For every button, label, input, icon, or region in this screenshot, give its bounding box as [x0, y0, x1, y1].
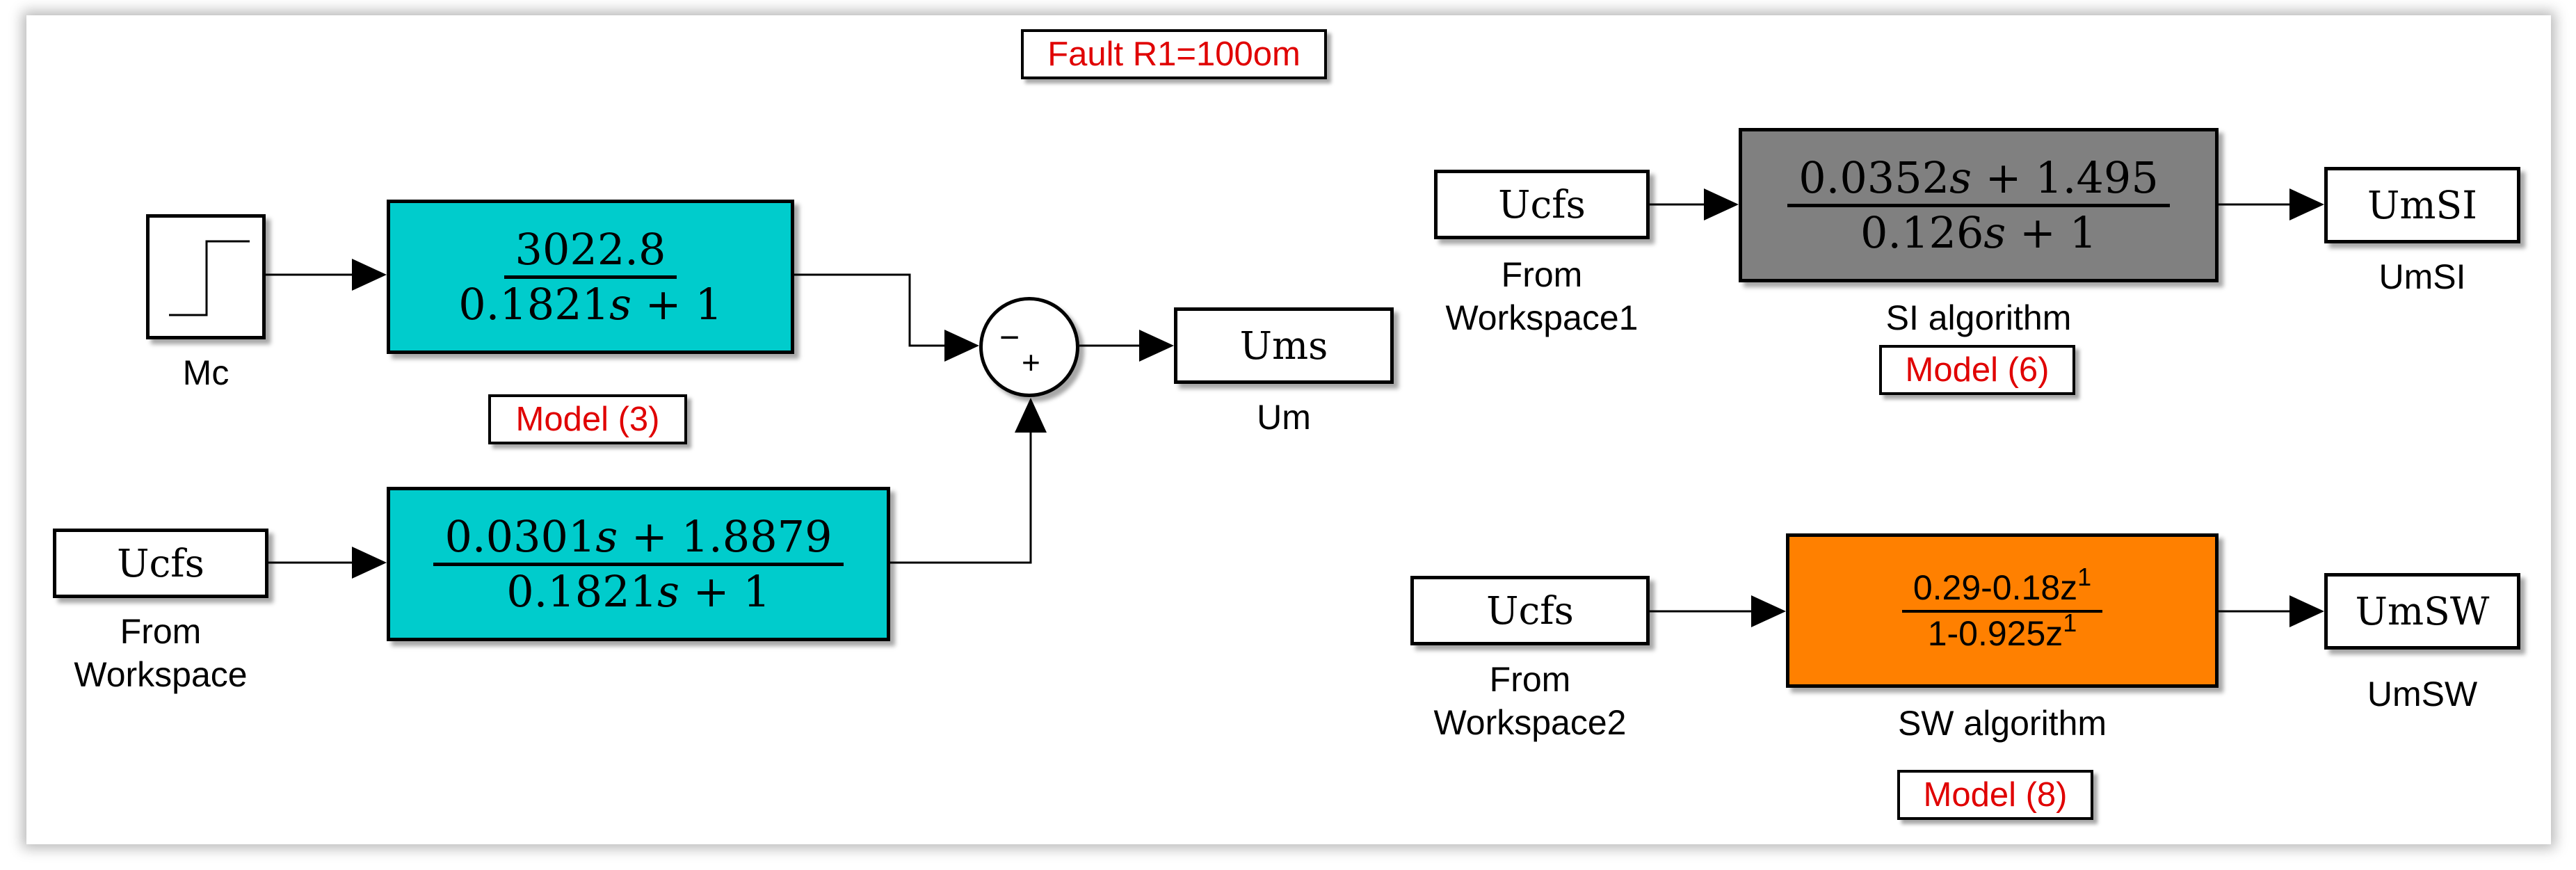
from-workspace-label-line1: From [120, 612, 202, 651]
umsw-text: UmSW [2355, 589, 2490, 634]
from-workspace1-label-line1: From [1501, 255, 1583, 294]
from-workspace-text: Ucfs [117, 541, 204, 586]
sw-numerator-exponent: 1 [2077, 562, 2092, 591]
sw-algorithm-block[interactable]: 0.29-0.18z1 1-0.925z1 [1786, 533, 2219, 688]
arrowhead-tf2 [352, 547, 387, 579]
step-label: Mc [182, 353, 230, 392]
step-icon [169, 240, 250, 316]
from-workspace-block[interactable]: Ucfs [53, 529, 268, 598]
sw-denominator: 1-0.925z1 [1927, 611, 2077, 653]
model-8-text: Model (8) [1923, 776, 2068, 814]
from-workspace2-block[interactable]: Ucfs [1410, 576, 1650, 645]
umsi-label: UmSI [2378, 257, 2466, 296]
umsi-text: UmSI [2367, 183, 2477, 227]
ums-label: Um [1257, 398, 1311, 437]
model-6-text: Model (6) [1905, 351, 2050, 389]
si-numerator: 0.0352𝑠 + 1.495 [1787, 155, 2170, 207]
umsw-output-block[interactable]: UmSW [2324, 573, 2520, 650]
sum-block[interactable]: − + [979, 297, 1079, 397]
sw-denominator-exponent: 1 [2063, 609, 2077, 638]
sum-plus-sign: + [1022, 344, 1040, 380]
sw-numerator: 0.29-0.18z1 [1901, 564, 2103, 613]
fault-annotation[interactable]: Fault R1=100om [1021, 29, 1327, 79]
sw-algorithm-label: SW algorithm [1897, 704, 2107, 743]
simulink-canvas: Fault R1=100om Mc 3022.8 0.1821𝑠 + 1 Mod… [26, 15, 2551, 844]
from-workspace2-label-line2: Workspace2 [1433, 703, 1627, 742]
si-algorithm-label: SI algorithm [1885, 298, 2072, 337]
from-workspace1-label: From Workspace1 [1417, 253, 1666, 339]
si-algorithm-block[interactable]: 0.0352𝑠 + 1.495 0.126𝑠 + 1 [1739, 128, 2219, 282]
fault-annotation-text: Fault R1=100om [1047, 35, 1301, 73]
from-workspace-label-line2: Workspace [74, 655, 248, 694]
wire-tf-to-sum-minus [767, 273, 958, 347]
from-workspace1-block[interactable]: Ucfs [1434, 170, 1650, 239]
from-workspace1-text: Ucfs [1498, 182, 1586, 227]
arrowhead-umsw [2289, 595, 2324, 627]
step-block[interactable] [146, 214, 266, 339]
wire-tf2-to-sum-plus [864, 433, 1032, 564]
ums-text: Ums [1239, 323, 1328, 368]
umsi-output-block[interactable]: UmSI [2324, 167, 2520, 243]
si-denominator: 0.126𝑠 + 1 [1860, 207, 2098, 258]
arrowhead-tf-mc [352, 259, 387, 291]
arrowhead-sum-minus [944, 330, 979, 362]
from-workspace2-label-line1: From [1489, 660, 1571, 699]
transfer-function-ucfs[interactable]: 0.0301𝑠 + 1.8879 0.1821𝑠 + 1 [387, 487, 890, 641]
tf-mc-numerator: 3022.8 [504, 227, 677, 279]
transfer-function-mc[interactable]: 3022.8 0.1821𝑠 + 1 [387, 200, 794, 354]
arrowhead-ums [1139, 330, 1174, 362]
tf-ucfs-numerator: 0.0301𝑠 + 1.8879 [433, 514, 844, 566]
from-workspace-label: From Workspace [53, 610, 268, 696]
sw-denominator-base: 1-0.925z [1927, 614, 2063, 653]
model-8-annotation[interactable]: Model (8) [1897, 770, 2093, 820]
arrowhead-sw [1751, 595, 1786, 627]
model-3-annotation[interactable]: Model (3) [488, 394, 687, 444]
sum-minus-sign: − [999, 318, 1020, 357]
arrowhead-si [1704, 188, 1739, 220]
from-workspace2-text: Ucfs [1486, 588, 1574, 633]
ums-output-block[interactable]: Ums [1174, 307, 1394, 384]
tf-ucfs-denominator: 0.1821𝑠 + 1 [506, 565, 771, 617]
tf-mc-denominator: 0.1821𝑠 + 1 [458, 278, 723, 330]
arrowhead-sum-plus [1015, 398, 1047, 433]
from-workspace2-label: From Workspace2 [1410, 658, 1650, 744]
sw-numerator-base: 0.29-0.18z [1913, 567, 2078, 607]
model-6-annotation[interactable]: Model (6) [1879, 345, 2075, 395]
from-workspace1-label-line2: Workspace1 [1445, 298, 1639, 337]
umsw-label: UmSW [2367, 675, 2478, 714]
arrowhead-umsi [2289, 188, 2324, 220]
model-3-text: Model (3) [515, 401, 660, 438]
